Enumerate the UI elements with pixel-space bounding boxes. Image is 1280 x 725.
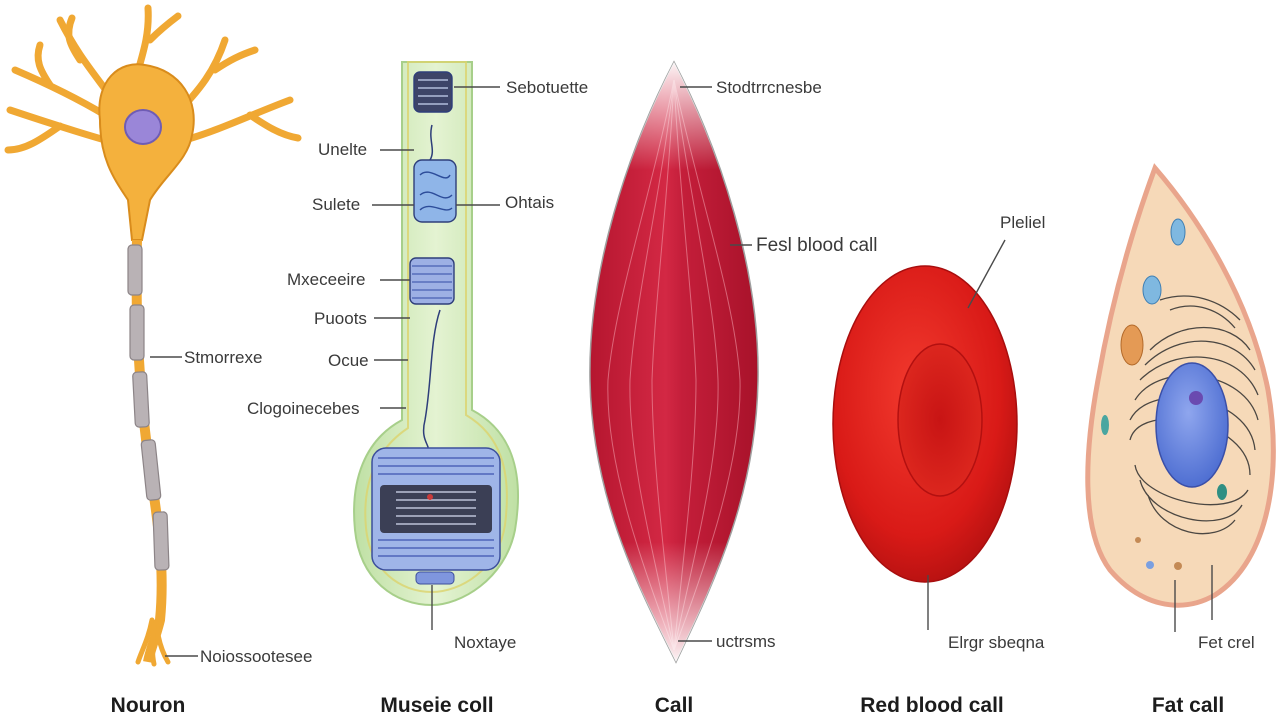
fat-cell-illustration: Fet crel — [1085, 163, 1276, 652]
fat-cell-nucleus — [1155, 362, 1229, 488]
caption-muscle-column: Museie coll — [380, 694, 493, 717]
red-blood-cell-label-2: Elrgr sbeqna — [948, 633, 1045, 652]
caption-fat-cell: Fat call — [1152, 694, 1224, 717]
caption-spindle-cell: Call — [655, 694, 694, 717]
red-blood-cell-label-1: Pleliel — [1000, 213, 1045, 232]
muscle-column-label-1: Sebotuette — [506, 78, 588, 97]
myelin-sheath — [127, 244, 170, 571]
muscle-column-illustration: Sebotuette Unelte Sulete Ohtais Mxeceeir… — [247, 61, 588, 652]
neuron-illustration: Stmorrexe Noiossootesee — [4, 4, 312, 667]
muscle-column-label-5: Mxeceeire — [287, 270, 365, 289]
muscle-column-label-4: Ohtais — [505, 193, 554, 212]
endoplasmic-reticulum — [1129, 295, 1259, 535]
red-blood-cell-illustration: Pleliel Elrgr sbeqna — [832, 213, 1045, 652]
muscle-column-label-7: Ocue — [328, 351, 369, 370]
muscle-column-label-9: Noxtaye — [454, 633, 516, 652]
neuron-label-2: Stmorrexe — [184, 348, 262, 367]
neuron-label-1: Noiossootesee — [200, 647, 312, 666]
fat-cell-label-1: Fet crel — [1198, 633, 1255, 652]
muscle-column-label-8: Clogoinecebes — [247, 399, 359, 418]
muscle-column-label-3: Sulete — [312, 195, 360, 214]
red-blood-cell-center — [897, 343, 983, 497]
caption-neuron: Nouron — [111, 694, 186, 717]
spindle-cell-label-2: Fesl blood call — [756, 235, 877, 256]
spindle-cell-illustration: Stodtrrcnesbe Fesl blood call uctrsms — [589, 60, 877, 664]
neuron-nucleus — [124, 109, 162, 145]
spindle-cell-label-3: uctrsms — [716, 632, 776, 651]
caption-red-blood-cell: Red blood call — [860, 694, 1004, 717]
muscle-column-label-2: Unelte — [318, 140, 367, 159]
spindle-cell-label-1: Stodtrrcnesbe — [716, 78, 822, 97]
muscle-column-label-6: Puoots — [314, 309, 367, 328]
